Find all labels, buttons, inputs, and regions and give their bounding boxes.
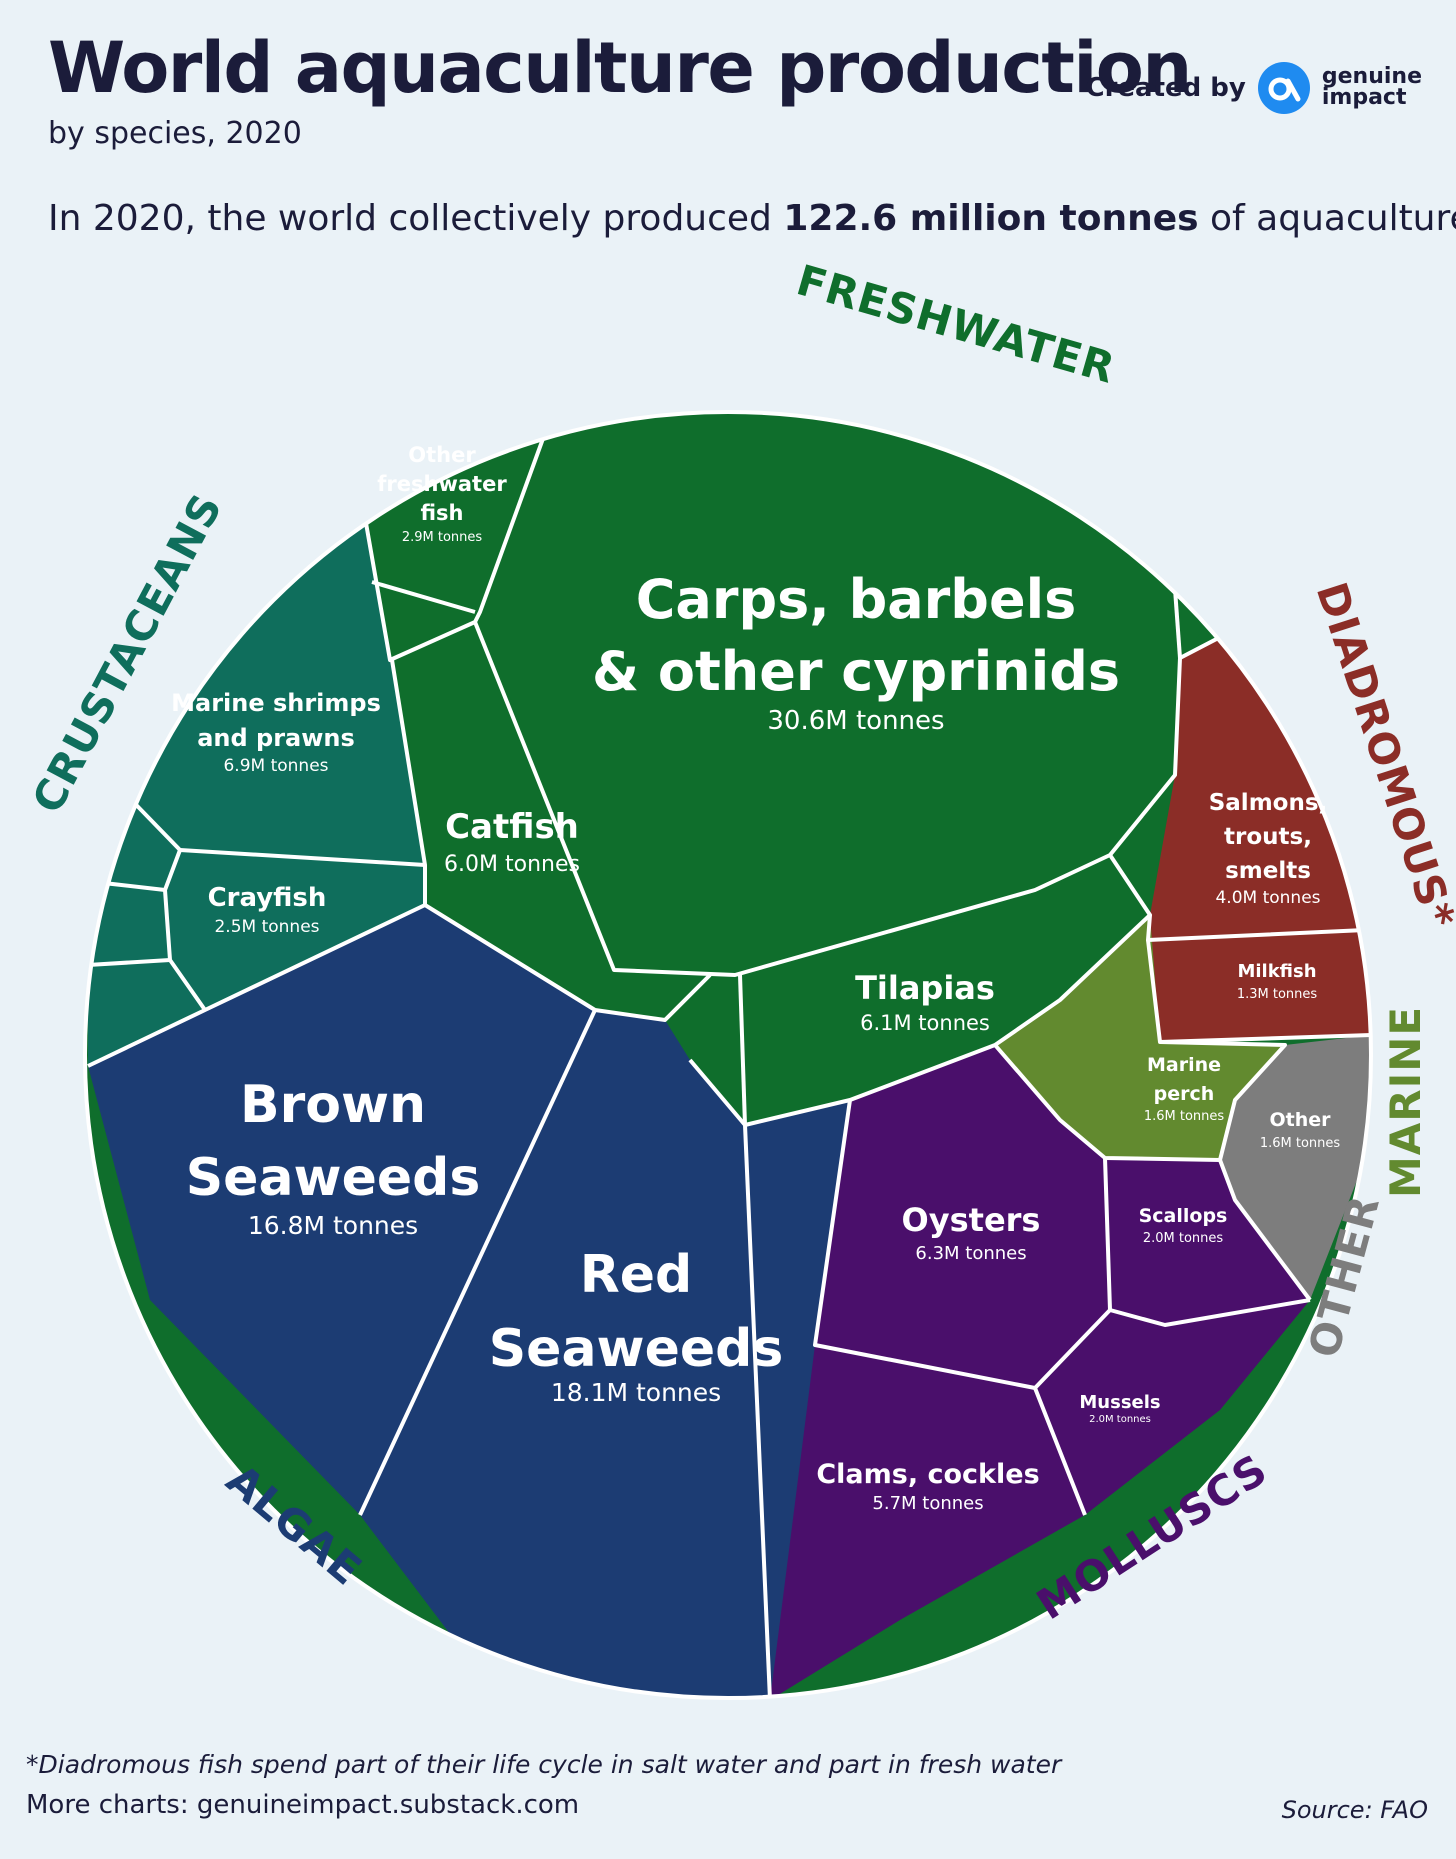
cell-other[interactable]: [1220, 1035, 1372, 1300]
source-label: Source: FAO: [1281, 1796, 1428, 1824]
label-red-seaweeds-line2: Seaweeds: [489, 1319, 784, 1379]
label-other: Other: [1269, 1109, 1331, 1131]
lede-pre: In 2020, the world collectively produced: [48, 198, 784, 239]
value-marine-shrimps: 6.9M tonnes: [223, 756, 328, 776]
value-brown-seaweeds: 16.8M tonnes: [248, 1211, 418, 1240]
cell-mussels[interactable]: [1035, 1300, 1310, 1515]
value-milkfish: 1.3M tonnes: [1237, 987, 1318, 1002]
brand-credit: Created by genuine impact: [1085, 62, 1422, 114]
group-label-freshwater: FRESHWATER: [791, 255, 1120, 393]
label-brown-seaweeds-line1: Brown: [240, 1075, 426, 1135]
lede-total: 122.6 million tonnes: [783, 198, 1199, 239]
cell-oysters[interactable]: [815, 1045, 1110, 1388]
label-marine-shrimps-line1: Marine shrimps: [171, 689, 381, 717]
label-other-freshwater-line2: freshwater: [377, 472, 507, 496]
chart-lede: In 2020, the world collectively produced…: [48, 198, 1456, 239]
value-red-seaweeds: 18.1M tonnes: [551, 1378, 721, 1407]
label-marine-perch-line1: Marine: [1147, 1054, 1221, 1076]
label-carps-line2: & other cyprinids: [592, 640, 1120, 703]
value-mussels: 2.0M tonnes: [1089, 1414, 1151, 1425]
cell-tilapias[interactable]: [740, 855, 1150, 1125]
label-carps-line1: Carps, barbels: [636, 568, 1076, 631]
value-carps: 30.6M tonnes: [767, 706, 944, 736]
label-mussels: Mussels: [1079, 1392, 1160, 1413]
genuine-impact-logo-icon: [1257, 62, 1310, 114]
value-other: 1.6M tonnes: [1260, 1136, 1341, 1151]
cell-scallops[interactable]: [1105, 1158, 1310, 1325]
cell-crayfish[interactable]: [165, 850, 425, 1010]
cell-milkfish[interactable]: [1148, 930, 1372, 1042]
value-clams: 5.7M tonnes: [872, 1493, 983, 1514]
label-catfish: Catfish: [445, 807, 579, 847]
cell-freshwater-small-2[interactable]: [665, 975, 745, 1125]
value-salmons: 4.0M tonnes: [1215, 888, 1320, 908]
group-label-marine: MARINE: [1381, 1006, 1430, 1198]
label-tilapias: Tilapias: [855, 969, 995, 1007]
cell-marine-shrimps[interactable]: [112, 466, 425, 865]
label-oysters: Oysters: [902, 1201, 1041, 1239]
value-crayfish: 2.5M tonnes: [214, 917, 319, 937]
cell-carps[interactable]: [475, 356, 1260, 975]
label-other-freshwater-line3: fish: [420, 501, 463, 525]
label-clams: Clams, cockles: [816, 1459, 1039, 1490]
cell-borders: [87, 412, 1371, 1698]
cell-brown-seaweeds[interactable]: [88, 905, 595, 1515]
chart-outline: [83, 410, 1373, 1700]
cell-crustacean-small-2[interactable]: [88, 882, 170, 965]
value-marine-perch: 1.6M tonnes: [1144, 1109, 1225, 1124]
label-other-freshwater-line1: Other: [408, 443, 476, 467]
brand-name: genuine impact: [1321, 64, 1422, 110]
brand-name-line2: impact: [1321, 85, 1407, 110]
label-marine-perch-line2: perch: [1154, 1083, 1215, 1105]
label-crayfish: Crayfish: [208, 883, 327, 913]
label-red-seaweeds-line1: Red: [580, 1245, 693, 1305]
value-other-freshwater: 2.9M tonnes: [402, 530, 483, 545]
label-salmons-line1: Salmons,: [1209, 790, 1328, 816]
treemap-cells: [85, 356, 1372, 1700]
lede-post: of aquaculture: [1198, 198, 1456, 239]
created-by-label: Created by: [1085, 73, 1246, 103]
label-milkfish: Milkfish: [1237, 961, 1316, 982]
label-marine-shrimps-line2: and prawns: [197, 724, 355, 752]
cell-red-seaweeds[interactable]: [360, 1010, 850, 1700]
cell-freshwater-small-1[interactable]: [372, 582, 475, 660]
cell-labels: Carps, barbels & other cyprinids 30.6M t…: [171, 443, 1340, 1514]
label-brown-seaweeds-line2: Seaweeds: [186, 1148, 481, 1208]
label-salmons-line2: trouts,: [1224, 824, 1312, 850]
value-tilapias: 6.1M tonnes: [860, 1011, 990, 1035]
brand-name-line1: genuine: [1321, 64, 1422, 90]
chart-title: World aquaculture production: [48, 27, 1192, 109]
cell-salmons[interactable]: [1148, 620, 1365, 940]
cell-marine-perch[interactable]: [995, 915, 1285, 1160]
cell-catfish[interactable]: [390, 622, 710, 1020]
value-scallops: 2.0M tonnes: [1143, 1231, 1224, 1246]
value-catfish: 6.0M tonnes: [444, 852, 580, 877]
label-scallops: Scallops: [1139, 1205, 1228, 1227]
label-salmons-line3: smelts: [1225, 858, 1311, 884]
value-oysters: 6.3M tonnes: [915, 1243, 1026, 1264]
cell-crustacean-small-3[interactable]: [88, 960, 205, 1066]
chart-subtitle: by species, 2020: [48, 116, 302, 151]
more-charts-link[interactable]: More charts: genuineimpact.substack.com: [26, 1790, 580, 1820]
footnote: *Diadromous fish spend part of their lif…: [26, 1750, 1062, 1779]
